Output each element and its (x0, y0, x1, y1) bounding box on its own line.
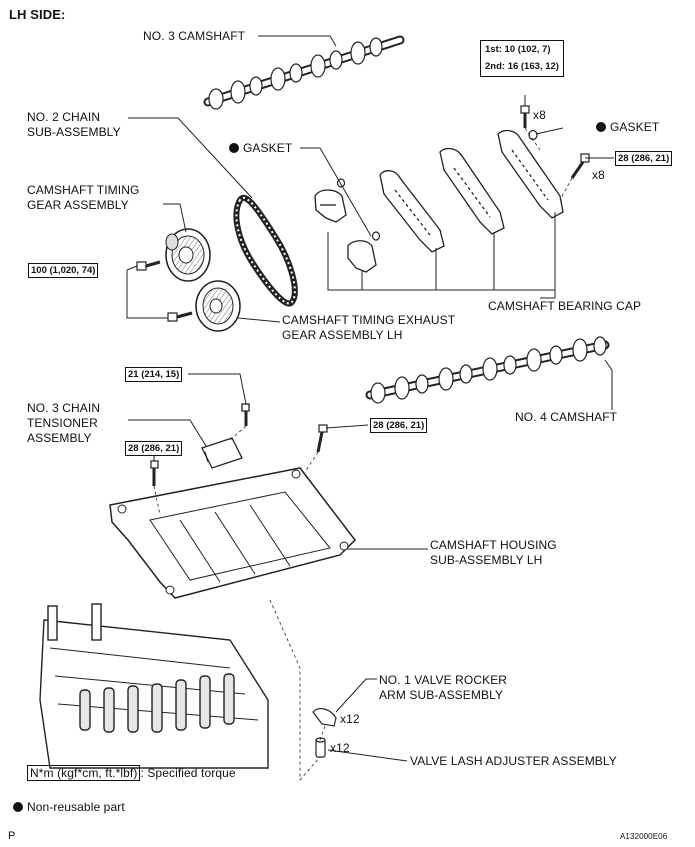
label-bearing-cap: CAMSHAFT BEARING CAP (488, 299, 642, 313)
figure-code: A132000E06 (620, 832, 668, 841)
label-rocker-line1: NO. 1 VALVE ROCKER (379, 673, 508, 687)
non-reusable-dot-icon (229, 143, 239, 153)
legend-torque-text: : Specified torque (140, 766, 236, 780)
no3-chain-tensioner-part (201, 403, 250, 469)
non-reusable-dot-icon (596, 122, 606, 132)
legend-non-reusable-text: Non-reusable part (27, 800, 125, 814)
torque-box-housing-right: 28 (286, 21) (370, 418, 428, 433)
no3-camshaft-part (203, 35, 405, 110)
label-no4-camshaft: NO. 4 CAMSHAFT (515, 410, 618, 424)
label-rocker-line2: ARM SUB-ASSEMBLY (379, 688, 504, 702)
cylinder-head-part (39, 603, 269, 769)
gasket-right-text: GASKET (610, 120, 660, 134)
label-timing-gear-line1: CAMSHAFT TIMING (27, 183, 140, 197)
qty-cap-bolts-side: x8 (592, 168, 605, 182)
legend-non-reusable: Non-reusable part (13, 800, 125, 814)
torque-box-timing-gear: 100 (1,020, 74) (28, 263, 99, 278)
qty-lash-adjusters: x12 (330, 741, 350, 755)
footer-left: P (8, 830, 16, 842)
label-timing-gear-line2: GEAR ASSEMBLY (27, 198, 129, 212)
torque-box-bearing-cap: 1st: 10 (102, 7) 2nd: 16 (163, 12) (480, 40, 564, 77)
label-tensioner-line2: TENSIONER (27, 416, 98, 430)
label-no2-chain-line2: SUB-ASSEMBLY (27, 125, 121, 139)
torque-box-cap-side: 28 (286, 21) (615, 151, 673, 166)
valve-lash-adjuster-part (315, 737, 326, 758)
label-no3-camshaft: NO. 3 CAMSHAFT (143, 29, 246, 43)
label-exhaust-gear-line2: GEAR ASSEMBLY LH (282, 328, 403, 342)
label-housing-line2: SUB-ASSEMBLY LH (430, 553, 543, 567)
label-exhaust-gear-line1: CAMSHAFT TIMING EXHAUST (282, 313, 456, 327)
label-no2-chain-line1: NO. 2 CHAIN (27, 110, 101, 124)
qty-rocker-arms: x12 (340, 712, 360, 726)
torque-1st-stage: 1st: 10 (102, 7) (485, 44, 551, 55)
camshaft-timing-exhaust-gear-part (195, 280, 241, 332)
label-housing-line1: CAMSHAFT HOUSING (430, 538, 557, 552)
gasket-left-text: GASKET (243, 141, 293, 155)
qty-cap-bolts-top: x8 (533, 108, 546, 122)
torque-box-tensioner: 21 (214, 15) (125, 367, 183, 382)
label-lash-adjuster: VALVE LASH ADJUSTER ASSEMBLY (410, 754, 617, 768)
label-tensioner-line3: ASSEMBLY (27, 431, 92, 445)
non-reusable-dot-icon (13, 802, 23, 812)
camshaft-timing-gear-part (165, 228, 211, 282)
no2-chain-part (233, 194, 298, 307)
legend-torque-unit: N*m (kgf*cm, ft.*lbf) (27, 765, 141, 781)
page-header: LH SIDE: (9, 7, 66, 22)
valve-rocker-arm-part (312, 708, 337, 727)
label-tensioner-line1: NO. 3 CHAIN (27, 401, 101, 415)
camshaft-housing-part (109, 467, 356, 599)
label-gasket-right: GASKET (596, 120, 659, 134)
torque-2nd-stage: 2nd: 16 (163, 12) (485, 61, 559, 72)
label-gasket-left: GASKET (229, 141, 292, 155)
no4-camshaft-part (365, 336, 610, 404)
legend-torque: N*m (kgf*cm, ft.*lbf): Specified torque (27, 765, 236, 781)
camshaft-bearing-caps-part (314, 129, 564, 273)
torque-box-housing-left: 28 (286, 21) (125, 441, 183, 456)
